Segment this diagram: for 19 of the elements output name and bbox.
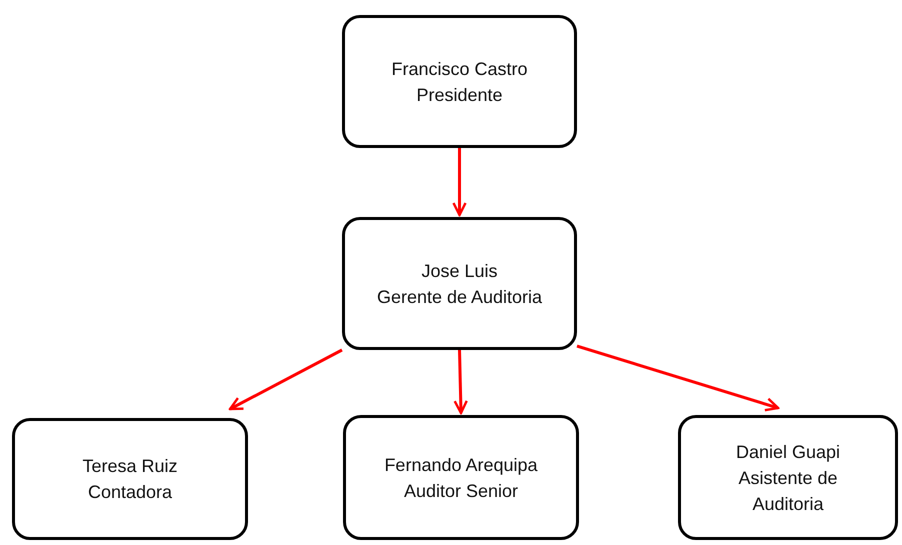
job-title: Presidente xyxy=(416,84,503,106)
person-name: Francisco Castro xyxy=(391,58,528,80)
job-title: Asistente de Auditoria xyxy=(737,466,839,516)
arrow xyxy=(228,348,343,410)
org-box xyxy=(12,418,248,540)
person-name: Fernando Arequipa xyxy=(384,454,538,477)
org-box xyxy=(342,217,577,350)
person-name: Teresa Ruiz xyxy=(82,455,178,478)
person-name: Jose Luis xyxy=(421,260,498,282)
job-title: Auditor Senior xyxy=(404,480,518,502)
org-box xyxy=(678,415,898,540)
org-box xyxy=(342,15,577,148)
job-title: Gerente de Auditoria xyxy=(376,286,542,308)
arrow xyxy=(454,350,468,414)
person-name: Daniel Guapi xyxy=(736,440,840,464)
job-title: Contadora xyxy=(88,481,172,504)
arrow xyxy=(576,344,780,412)
org-box xyxy=(343,415,579,540)
arrow xyxy=(452,148,467,216)
